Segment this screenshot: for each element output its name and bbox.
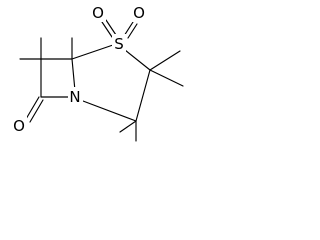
oxygen-label-bg-1 bbox=[91, 3, 106, 22]
bond-c2-methyl-1 bbox=[149, 50, 181, 71]
molecule-diagram: S N O O O bbox=[12, 3, 184, 142]
sulfone-oxygen-label-1: O bbox=[92, 4, 104, 22]
bond-c5-s bbox=[71, 44, 114, 60]
nitrogen-label-bg bbox=[68, 87, 83, 106]
bond-c2-methyl-2 bbox=[149, 69, 184, 87]
bond-c3-n bbox=[82, 100, 137, 122]
bond-s-o1-b bbox=[105, 19, 117, 36]
sulfur-atom-label: S bbox=[114, 35, 124, 53]
bond-s-o2-b bbox=[127, 23, 138, 39]
sulfone-oxygen-label-2: O bbox=[133, 4, 145, 22]
atom-label-layer: S N O O O bbox=[12, 3, 147, 135]
bond-s-o2-a bbox=[123, 21, 134, 37]
bond-c2-c3 bbox=[135, 69, 151, 122]
oxygen-label-bg-3 bbox=[12, 116, 27, 135]
nitrogen-atom-label: N bbox=[69, 88, 80, 106]
bond-s-c2 bbox=[124, 49, 151, 71]
bond-h-c3-left bbox=[119, 120, 137, 133]
bond-n-c5 bbox=[71, 58, 76, 92]
oxygen-label-bg-2 bbox=[132, 3, 147, 22]
carbonyl-oxygen-label: O bbox=[13, 117, 25, 135]
bond-carbonyl-2 bbox=[29, 99, 44, 123]
bond-s-o1-a bbox=[101, 21, 113, 38]
bond-carbonyl-1 bbox=[25, 96, 40, 120]
sulfur-label-bg bbox=[112, 34, 126, 53]
bond-layer bbox=[19, 19, 184, 142]
